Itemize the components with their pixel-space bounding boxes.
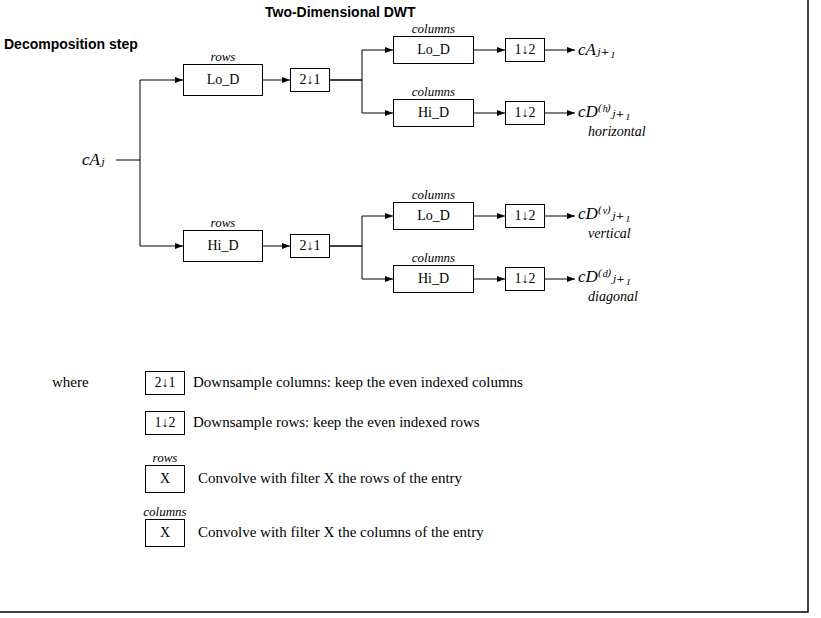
downsample-symbol: 2↓1 <box>155 375 176 390</box>
signal-name: cD⁽ᵛ⁾ⱼ₊₁ <box>578 203 630 224</box>
filter-direction: rows <box>211 216 236 230</box>
filter-name: Lo_D <box>417 42 450 57</box>
signal-connector <box>330 216 393 246</box>
page-frame <box>0 0 808 612</box>
signal-name: cD⁽ᵈ⁾ⱼ₊₁ <box>578 266 631 287</box>
filter-direction: rows <box>153 451 178 465</box>
filter-box: columnsHi_D <box>393 99 474 127</box>
downsample-box: 1↓2 <box>505 204 545 228</box>
filter-direction: rows <box>211 50 236 64</box>
input-branch <box>140 246 183 247</box>
split-wire <box>140 80 141 246</box>
signal-connector <box>474 113 505 114</box>
filter-box: columnsLo_D <box>393 36 474 64</box>
signal-connector <box>330 246 393 279</box>
filter-direction: columns <box>412 22 455 36</box>
filter-name: Lo_D <box>417 208 450 223</box>
input-branch <box>140 80 183 81</box>
downsample-symbol: 2↓1 <box>300 72 321 87</box>
downsample-symbol: 1↓2 <box>515 271 536 286</box>
filter-name: Lo_D <box>207 72 240 87</box>
filter-name: Hi_D <box>207 238 238 253</box>
output-wire <box>545 216 575 217</box>
filter-direction: columns <box>412 85 455 99</box>
downsample-box: 2↓1 <box>290 68 330 92</box>
filter-name: Hi_D <box>418 271 449 286</box>
legend-text: Downsample columns: keep the even indexe… <box>193 373 523 392</box>
downsample-box: 1↓2 <box>505 267 545 291</box>
downsample-symbol: 2↓1 <box>300 238 321 253</box>
signal-connector <box>330 80 393 113</box>
legend-text: Convolve with filter X the columns of th… <box>198 523 484 542</box>
downsample-box: 2↓1 <box>145 371 185 395</box>
signal-note: vertical <box>588 225 631 243</box>
downsample-box: 1↓2 <box>505 101 545 125</box>
signal-connector <box>263 80 290 81</box>
signal-name: cAⱼ₊₁ <box>578 39 615 60</box>
filter-box: rowsX <box>145 465 185 493</box>
legend-note: where <box>52 373 89 392</box>
signal-note: diagonal <box>588 288 638 306</box>
filter-name: Hi_D <box>418 105 449 120</box>
downsample-box: 1↓2 <box>145 411 185 435</box>
input-wire <box>116 160 140 161</box>
output-wire <box>545 113 575 114</box>
signal-name: cAⱼ <box>82 149 104 170</box>
legend-text: Convolve with filter X the rows of the e… <box>198 469 462 488</box>
downsample-symbol: 1↓2 <box>515 208 536 223</box>
output-wire <box>545 279 575 280</box>
filter-direction: columns <box>412 188 455 202</box>
legend-text: Downsample rows: keep the even indexed r… <box>193 413 480 432</box>
diagram-title: Two-Dimensional DWT <box>265 4 416 22</box>
filter-name: X <box>160 471 170 486</box>
filter-box: columnsLo_D <box>393 202 474 230</box>
filter-box: columnsX <box>145 519 185 547</box>
filter-direction: columns <box>412 251 455 265</box>
downsample-symbol: 1↓2 <box>155 415 176 430</box>
signal-note: horizontal <box>588 123 646 141</box>
filter-box: rowsLo_D <box>183 64 263 96</box>
signal-connector <box>474 50 505 51</box>
signal-connector <box>474 216 505 217</box>
section-heading: Decomposition step <box>4 36 138 54</box>
filter-direction: columns <box>143 505 186 519</box>
downsample-box: 2↓1 <box>290 234 330 258</box>
signal-connector <box>474 279 505 280</box>
output-wire <box>545 50 575 51</box>
downsample-symbol: 1↓2 <box>515 42 536 57</box>
downsample-symbol: 1↓2 <box>515 105 536 120</box>
signal-connector <box>263 246 290 247</box>
signal-name: cD⁽ʰ⁾ⱼ₊₁ <box>578 101 630 122</box>
downsample-box: 1↓2 <box>505 38 545 62</box>
signal-connector <box>330 50 393 80</box>
filter-box: columnsHi_D <box>393 265 474 293</box>
filter-name: X <box>160 525 170 540</box>
filter-box: rowsHi_D <box>183 230 263 262</box>
